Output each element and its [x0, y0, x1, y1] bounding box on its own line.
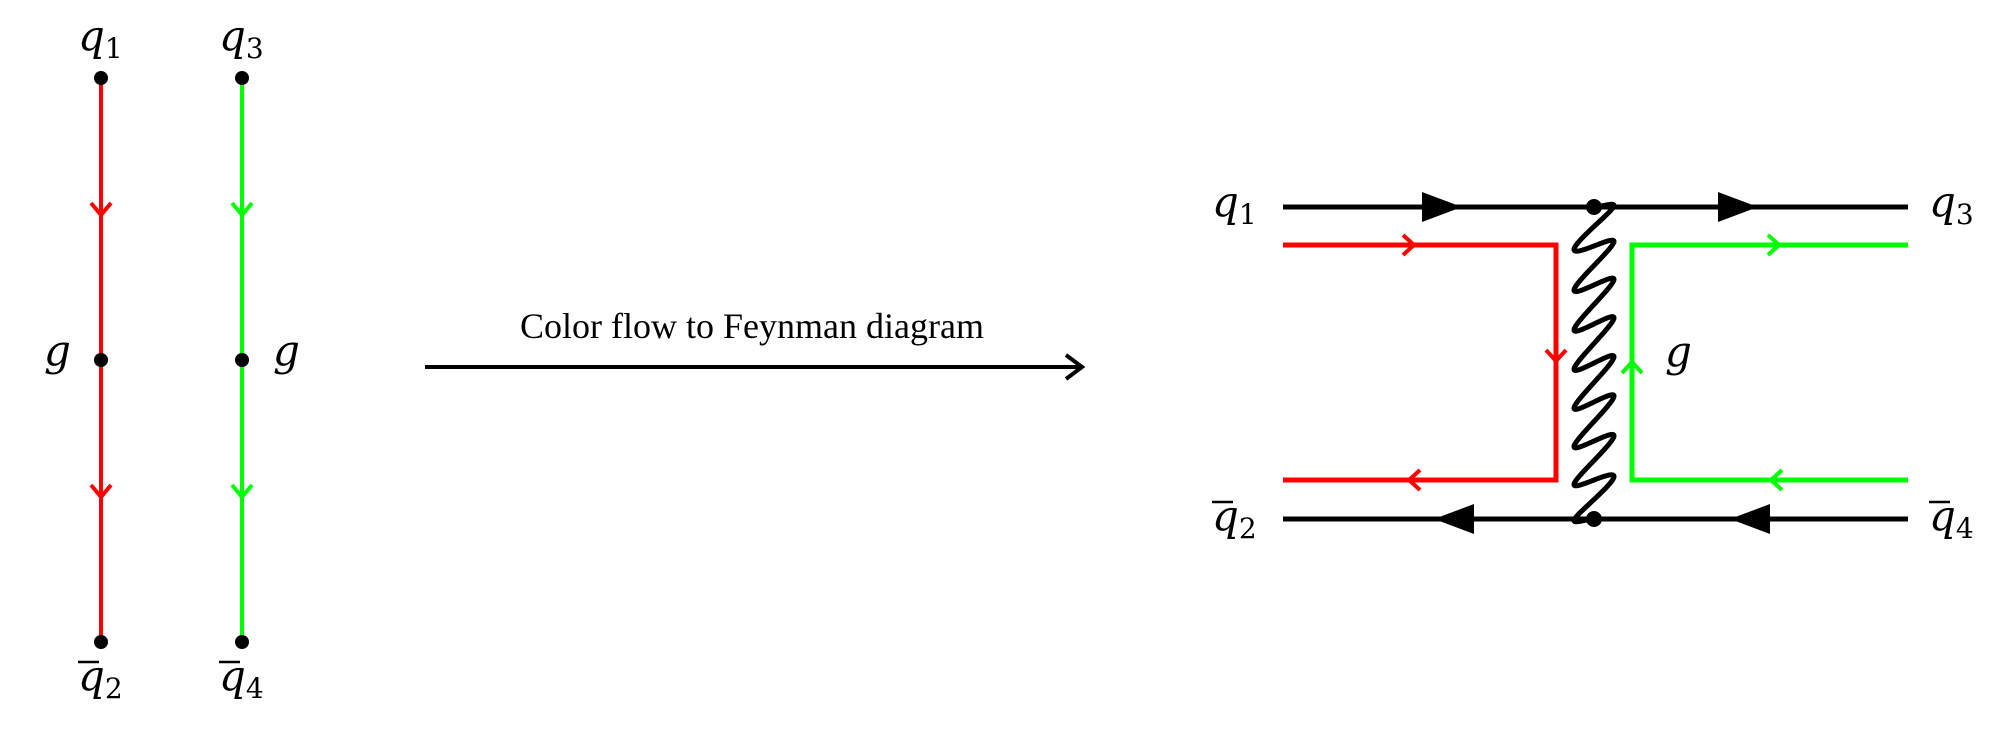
gluon-propagator: [1571, 201, 1617, 525]
red-line-mid-vertex: [94, 353, 108, 367]
label-gluon: g: [1665, 327, 1692, 376]
svg-text:q4: q4: [1929, 491, 1974, 545]
red-color-flow: [1283, 242, 1559, 483]
fermion-arrow-top-right: [1718, 192, 1758, 222]
svg-text:q2: q2: [1212, 491, 1257, 545]
red-line-arrow-upper: [89, 201, 113, 219]
label-g-red: g: [44, 326, 71, 375]
arrow-head: [1064, 353, 1086, 381]
green-line-top-vertex: [235, 71, 249, 85]
label-q1-top: q1: [78, 11, 123, 65]
green-line-bottom-vertex: [235, 635, 249, 649]
fermion-arrow-top-left: [1422, 192, 1462, 222]
label-q2bar-bottom: q2: [78, 651, 123, 705]
feynman-diagram: q1 q3 q2 q4 g: [1212, 177, 1974, 545]
red-flow-arrow-down: [1544, 348, 1568, 364]
arrow-caption: Color flow to Feynman diagram: [520, 306, 984, 346]
label-q3: q3: [1929, 177, 1974, 231]
transition-arrow: Color flow to Feynman diagram: [425, 306, 1086, 381]
red-line-arrow-lower: [89, 483, 113, 501]
red-line-bottom-vertex: [94, 635, 108, 649]
fermion-arrow-bottom-left: [1434, 504, 1474, 534]
svg-text:q4: q4: [219, 651, 264, 705]
green-flow-arrow-up: [1620, 359, 1644, 375]
vertex-bottom: [1586, 511, 1602, 527]
red-flow-arrow-top: [1401, 233, 1417, 257]
fermion-arrow-bottom-right: [1730, 504, 1770, 534]
svg-text:q2: q2: [78, 651, 123, 705]
color-flow-panel: q1 q3 g g q2 q4: [44, 11, 300, 705]
green-flow-arrow-bottom: [1768, 468, 1784, 492]
label-q2bar: q2: [1212, 491, 1257, 545]
green-line-arrow-upper: [230, 201, 254, 219]
red-line-top-vertex: [94, 71, 108, 85]
green-line-arrow-lower: [230, 483, 254, 501]
vertex-top: [1586, 199, 1602, 215]
green-line-mid-vertex: [235, 353, 249, 367]
label-g-green: g: [273, 326, 300, 375]
label-q4bar: q4: [1929, 491, 1974, 545]
label-q4bar-bottom: q4: [219, 651, 264, 705]
red-flow-arrow-bottom: [1406, 468, 1422, 492]
label-q3-top: q3: [219, 11, 264, 65]
label-q1: q1: [1212, 177, 1257, 231]
green-flow-arrow-top: [1766, 233, 1782, 257]
